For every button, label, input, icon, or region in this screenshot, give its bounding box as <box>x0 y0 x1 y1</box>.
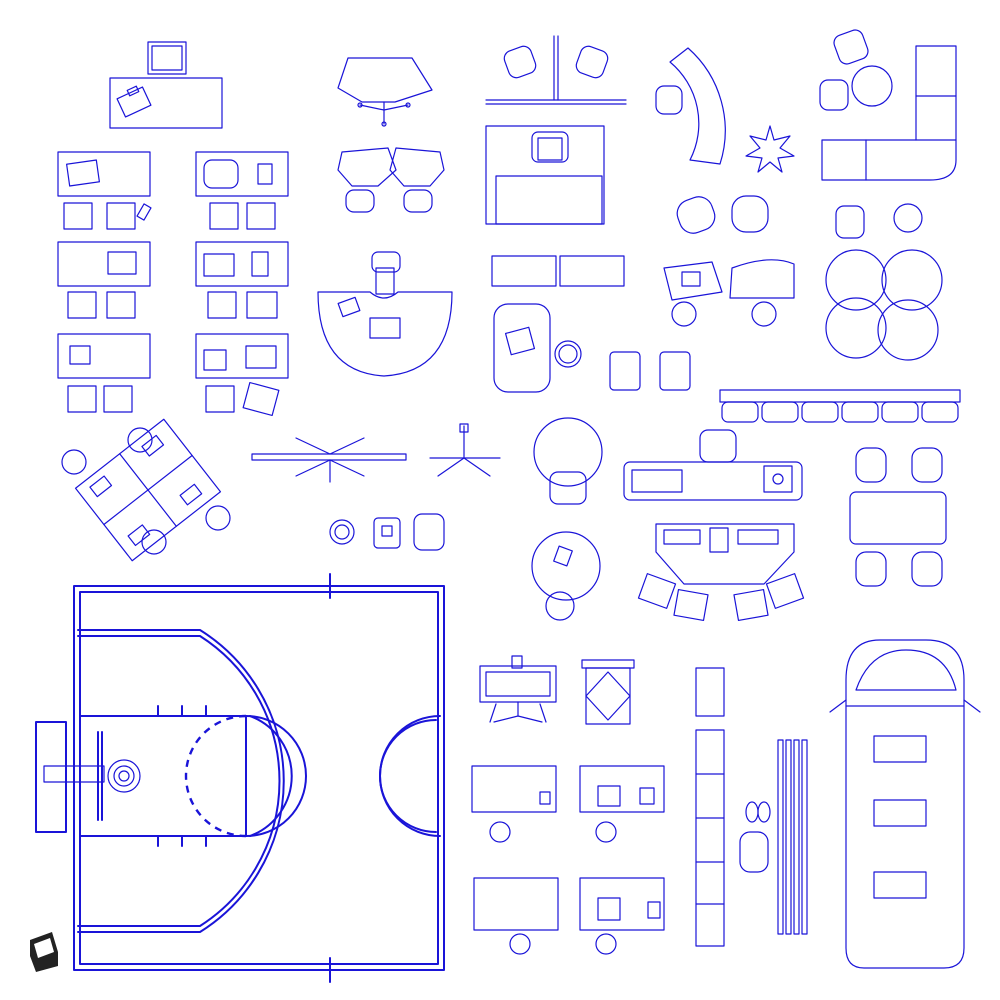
dining-table-four-chairs <box>849 447 947 587</box>
adjustable-beds <box>251 437 407 483</box>
waiting-chairs-row <box>719 389 961 423</box>
classroom-desks <box>57 151 289 417</box>
conference-table <box>337 57 433 127</box>
desk-with-briefcase <box>109 41 223 129</box>
cubicle-cluster <box>61 418 231 562</box>
round-tables-cluster <box>825 203 943 361</box>
executive-desk <box>485 125 605 225</box>
reception-desk-with-books <box>317 251 453 377</box>
crafts-supplies <box>329 513 445 551</box>
canvas-frame <box>581 659 635 725</box>
backpack-shoes <box>739 801 771 873</box>
easel <box>479 655 557 723</box>
hexagonal-table <box>337 147 445 213</box>
plant <box>745 125 795 173</box>
school-bus <box>829 639 981 969</box>
curved-reception-desk <box>655 47 726 165</box>
lockers <box>695 667 725 947</box>
lounge-chairs <box>663 195 795 327</box>
parallel-bars <box>777 739 808 935</box>
basketball-court <box>35 573 445 983</box>
office-chair <box>429 423 501 477</box>
office-chairs <box>609 351 691 391</box>
cube-logo-icon <box>30 932 58 972</box>
study-carrels <box>491 255 625 393</box>
kitchen-island <box>623 429 805 622</box>
art-desks <box>471 765 665 955</box>
round-table-with-chair <box>531 417 603 621</box>
workstation-pair <box>485 35 627 105</box>
l-shaped-sofa <box>819 29 957 181</box>
